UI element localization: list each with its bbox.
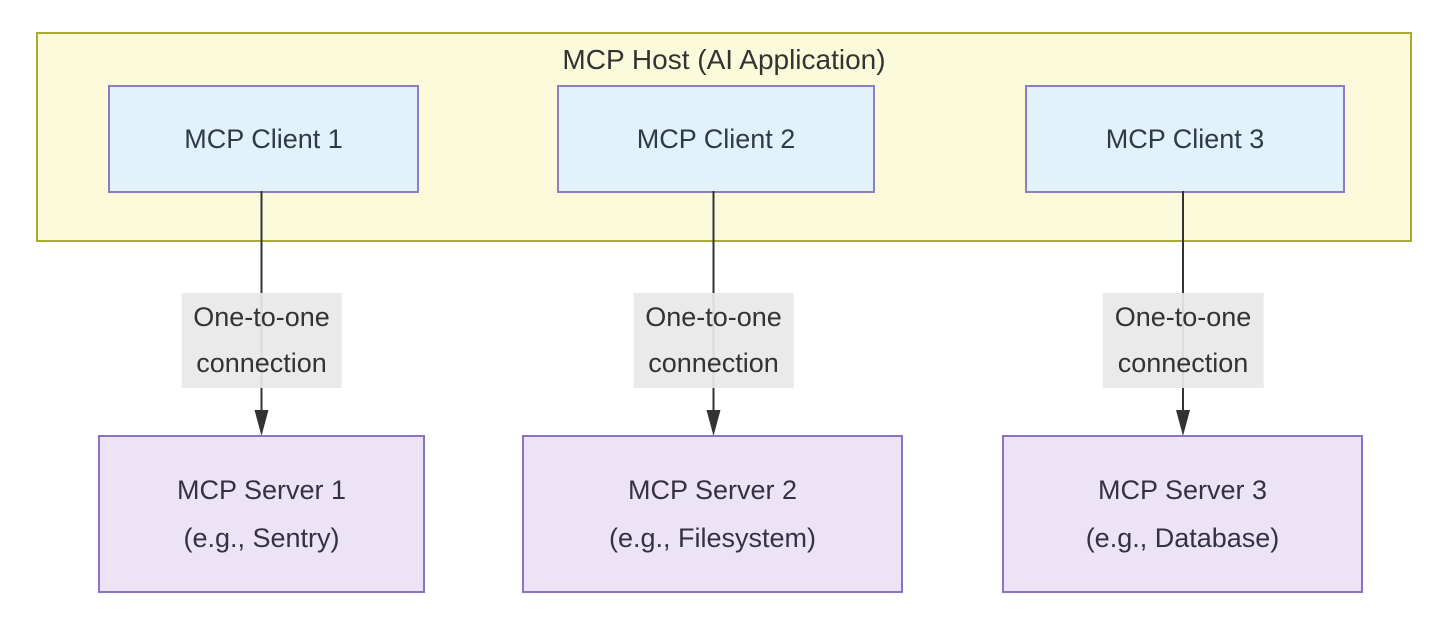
connection-label-2: One-to-one connection <box>633 293 794 388</box>
mcp-client-3-node: MCP Client 3 <box>1025 85 1345 193</box>
mcp-client-2-node: MCP Client 2 <box>557 85 875 193</box>
mcp-host-box: MCP Host (AI Application) MCP Client 1 M… <box>36 32 1412 242</box>
arrow-head-icon <box>706 410 721 436</box>
mcp-server-3-example: (e.g., Database) <box>1085 523 1280 553</box>
mcp-client-2-label: MCP Client 2 <box>636 123 796 154</box>
arrow-head-icon <box>254 410 269 436</box>
mcp-client-3-label: MCP Client 3 <box>1105 123 1265 154</box>
arrow-head-icon <box>1176 410 1190 436</box>
mcp-server-2-example: (e.g., Filesystem) <box>608 523 817 553</box>
mcp-client-1-node: MCP Client 1 <box>108 85 419 193</box>
mcp-client-1-label: MCP Client 1 <box>184 123 343 154</box>
connection-label-2-line1: One-to-one <box>645 302 782 332</box>
mcp-server-1-name: MCP Server 1 <box>176 475 347 505</box>
mcp-server-1-node: MCP Server 1 (e.g., Sentry) <box>98 435 425 593</box>
mcp-host-title: MCP Host (AI Application) <box>562 44 886 75</box>
connection-label-3: One-to-one connection <box>1102 293 1264 388</box>
mcp-server-2-node: MCP Server 2 (e.g., Filesystem) <box>522 435 903 593</box>
connection-label-3-line1: One-to-one <box>1114 302 1252 332</box>
connection-label-2-line2: connection <box>648 348 779 378</box>
connection-label-1-line2: connection <box>196 348 327 378</box>
connection-label-1: One-to-one connection <box>181 293 342 388</box>
mcp-server-3-name: MCP Server 3 <box>1097 475 1268 505</box>
mcp-server-1-example: (e.g., Sentry) <box>183 523 340 553</box>
mcp-server-2-name: MCP Server 2 <box>627 475 798 505</box>
connection-label-3-line2: connection <box>1117 348 1249 378</box>
mcp-server-3-node: MCP Server 3 (e.g., Database) <box>1002 435 1363 593</box>
connection-label-1-line1: One-to-one <box>193 302 330 332</box>
